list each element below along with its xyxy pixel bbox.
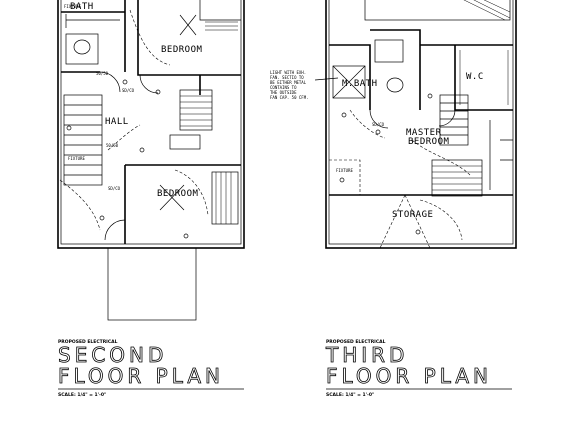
shower [332,65,366,99]
callout-line-4: CONTAINS TO [270,85,297,90]
wiring-path-4 [59,179,101,231]
mbath-toilet [386,77,404,93]
mbath-vanity [374,39,404,63]
third-scale: SCALE: 1/4" = 1'-0" [326,392,374,398]
wiring-path-3 [107,124,141,151]
second-floor-plan: BATH BEDROOM HALL BEDROOM FIXTURE FIXTUR… [57,0,245,321]
note-sdco-2: SD/CO [108,186,121,191]
roof-dormer [364,0,511,21]
room-label-bath: BATH [70,2,94,12]
callout-leader [314,77,339,81]
closet-top-walls [199,0,241,21]
roof-slope-lines [379,194,431,249]
second-floor-title-block: PROPOSED ELECTRICAL SECOND FLOOR PLAN SC… [58,339,244,398]
room-label-hall: HALL [105,117,129,127]
second-scale: SCALE: 1/4" = 1'-0" [58,392,106,398]
bedroom-bottom-walls [124,164,241,244]
wiring-path-1 [129,9,171,66]
note-fixture-2: FIXTURE [64,4,81,9]
room-label-master-bedroom: BEDROOM [408,137,450,147]
mbath-walls [329,29,421,110]
note-fixture-3: FIXTURE [336,168,353,173]
wic-rods [459,50,509,105]
closet-shelves [205,21,238,31]
bedroom-top-door [139,74,159,94]
wiring-path-2 [174,169,209,216]
bath-walls [61,0,126,73]
wiring-path-5 [411,139,471,176]
third-floor-outer-wall [325,0,517,249]
third-title-line2: FLOOR PLAN [326,364,492,388]
bedroom-bottom-door [104,219,126,241]
outlets-third [339,93,433,235]
master-closet [431,159,483,197]
linen-closet [169,134,201,150]
kneewall-line [329,159,361,195]
third-floor-title-block: PROPOSED ELECTRICAL THIRD FLOOR PLAN SCA… [325,339,512,398]
note-5050-1: 50/50 [96,71,109,76]
bedroom-top-walls [137,0,241,95]
toilet-bowl [73,39,91,55]
room-label-storage: STORAGE [392,210,433,220]
bath-vanity [65,33,99,65]
porch-extension [107,247,197,321]
wiring-path-6 [349,109,386,139]
note-sdco-3: SD/CO [372,122,385,127]
callout-line-2: FAN. SECTIO TO [270,75,304,80]
room-label-master: MASTER [406,128,442,138]
callout-line-3: BE EITHER METAL [270,80,307,85]
second-floor-inner-wall [60,0,242,245]
callout-line-5: THE OUTSIDE [270,90,297,95]
outlets-second [66,79,189,239]
note-fixture-1: FIXTURE [68,156,85,161]
second-title-line1: SECOND [58,343,167,367]
note-5050-2: 50/50 [106,143,119,148]
third-floor-inner-wall [328,0,514,245]
room-label-wic: W.C [466,72,484,82]
bath-door [99,71,121,93]
third-floor-plan: M.BATH W.C MASTER BEDROOM STORAGE LIGHT … [270,0,517,249]
callout-line-1: LIGHT WITH EXH. [270,70,306,75]
second-title-line2: FLOOR PLAN [58,364,224,388]
callout-line-6: FAN CAP. 50 CFM. [270,95,309,100]
roof-hatch [463,0,511,21]
room-label-mbath: M.BATH [342,79,378,89]
third-caption: PROPOSED ELECTRICAL [326,339,386,345]
exhaust-fan-callout: LIGHT WITH EXH. FAN. SECTIO TO BE EITHER… [270,70,309,100]
hall-closet [179,89,213,131]
mbath-door [369,109,389,129]
ceiling-fan-bottom [159,184,185,211]
stair [63,94,103,186]
note-sdco-1: SD/CO [122,88,135,93]
room-label-bedroom-top: BEDROOM [161,45,203,55]
wic-door [438,109,456,127]
right-wall-strip [489,120,513,190]
bath-tub-edge [65,14,120,28]
ceiling-fan-top [179,14,197,36]
third-stair [439,94,469,146]
wiring-path-7 [419,199,463,241]
third-title-line1: THIRD [325,343,408,367]
second-caption: PROPOSED ELECTRICAL [58,339,118,345]
room-label-bedroom-bottom: BEDROOM [157,189,199,199]
bedroom-bottom-closet [211,171,239,225]
